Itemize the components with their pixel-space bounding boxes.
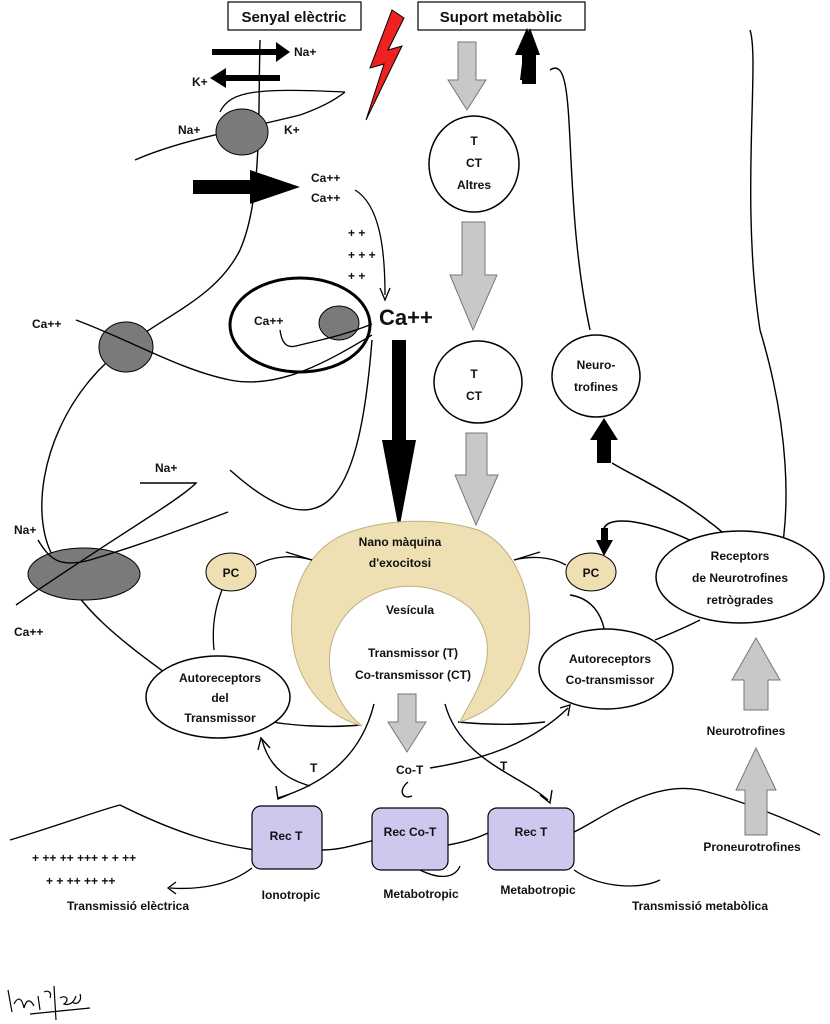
label-ca-big: Ca++ bbox=[379, 305, 433, 330]
label-ca-in-2: Ca++ bbox=[311, 191, 340, 205]
receptor-box-cotransmitter: Rec Co-T bbox=[371, 807, 449, 871]
ca-channel-left bbox=[98, 321, 154, 373]
label-transmissor: Transmissor (T) bbox=[368, 646, 458, 660]
label-metabotropic-1: Metabotropic bbox=[383, 887, 459, 901]
label-neurotrofines: Neurotrofines bbox=[707, 724, 786, 738]
header-electric-signal: Senyal elèctric bbox=[227, 1, 362, 31]
svg-text:Co-transmissor: Co-transmissor bbox=[566, 673, 655, 687]
label-nano-machine-2: d'exocitosi bbox=[369, 556, 431, 570]
svg-text:Transmissor: Transmissor bbox=[184, 711, 256, 725]
lightning-bolt-icon bbox=[365, 9, 405, 121]
gray-arrows-neurotrophins bbox=[731, 636, 781, 836]
retrograde-neurotrophin-receptors bbox=[655, 530, 825, 624]
receptor-box-metabotropic: Rec T bbox=[487, 807, 575, 871]
svg-text:Receptors: Receptors bbox=[711, 549, 770, 563]
svg-text:+ +: + + bbox=[348, 269, 365, 283]
header-metabolic-support: Suport metabòlic bbox=[417, 1, 586, 31]
autoreceptors-cotransmitter bbox=[538, 628, 674, 710]
pc-left bbox=[205, 552, 257, 592]
svg-text:Rec Co-T: Rec Co-T bbox=[384, 825, 437, 839]
svg-text:Altres: Altres bbox=[457, 178, 491, 192]
circle-t-ct bbox=[433, 340, 523, 424]
plus-charges-top: + + + + + + + bbox=[348, 226, 376, 283]
label-k-in: K+ bbox=[192, 75, 208, 89]
ion-pump-arrows bbox=[193, 42, 300, 204]
svg-text:Neuro-: Neuro- bbox=[577, 358, 616, 372]
svg-text:+ + +: + + + bbox=[348, 248, 376, 262]
plus-charges-bottom: + ++ ++ +++ + + ++ + + ++ ++ ++ bbox=[32, 851, 136, 888]
svg-text:Rec T: Rec T bbox=[515, 825, 548, 839]
receptor-box-ionotropic: Rec T bbox=[251, 805, 323, 870]
svg-text:Autoreceptors: Autoreceptors bbox=[179, 671, 261, 685]
label-vesicle: Vesícula bbox=[386, 603, 434, 617]
label-na-left-low: Na+ bbox=[14, 523, 36, 537]
label-nano-machine-1: Nano màquina bbox=[359, 535, 442, 549]
label-k-right: K+ bbox=[284, 123, 300, 137]
svg-text:T: T bbox=[470, 367, 478, 381]
pc-right bbox=[565, 552, 617, 592]
svg-text:del: del bbox=[211, 691, 228, 705]
svg-text:PC: PC bbox=[223, 566, 240, 580]
autoreceptors-transmitter bbox=[145, 655, 291, 739]
label-na-out: Na+ bbox=[294, 45, 316, 59]
exocytosis-crescent bbox=[291, 520, 531, 727]
arrow-up-neurotrofines bbox=[590, 418, 618, 463]
svg-text:Senyal elèctric: Senyal elèctric bbox=[241, 9, 346, 26]
svg-text:T: T bbox=[470, 134, 478, 148]
svg-text:trofines: trofines bbox=[574, 380, 618, 394]
svg-text:+ ++ ++ +++ + + ++: + ++ ++ +++ + + ++ bbox=[32, 851, 136, 865]
circle-neurotrofines bbox=[551, 334, 641, 418]
svg-text:Rec T: Rec T bbox=[270, 829, 303, 843]
na-ca-channel-lower bbox=[27, 547, 141, 601]
label-t-right: T bbox=[500, 759, 508, 773]
gray-arrows-metabolic bbox=[387, 41, 499, 753]
label-proneurotrofines: Proneurotrofines bbox=[703, 840, 801, 854]
svg-text:CT: CT bbox=[466, 389, 483, 403]
svg-text:CT: CT bbox=[466, 156, 483, 170]
label-ca-left-low: Ca++ bbox=[14, 625, 43, 639]
label-ca-in-1: Ca++ bbox=[311, 171, 340, 185]
handwritten-signature bbox=[7, 985, 91, 1021]
label-ca-left: Ca++ bbox=[32, 317, 61, 331]
svg-text:+ + ++ ++ ++: + + ++ ++ ++ bbox=[46, 874, 115, 888]
label-ca-mito: Ca++ bbox=[254, 314, 283, 328]
svg-text:de Neurotrofines: de Neurotrofines bbox=[692, 571, 788, 585]
na-k-pump-channel bbox=[215, 108, 269, 156]
big-black-arrow-down bbox=[382, 340, 416, 530]
label-co-t: Co-T bbox=[396, 763, 424, 777]
svg-text:Suport metabòlic: Suport metabòlic bbox=[440, 9, 563, 26]
arrow-down-pc-right bbox=[596, 528, 613, 556]
label-metabolic-transmission: Transmissió metabòlica bbox=[632, 899, 768, 913]
label-na-mid: Na+ bbox=[155, 461, 177, 475]
label-co-transmissor: Co-transmissor (CT) bbox=[355, 668, 471, 682]
label-ionotropic: Ionotropic bbox=[262, 888, 321, 902]
label-electric-transmission: Transmissió elèctrica bbox=[67, 899, 189, 913]
svg-text:Autoreceptors: Autoreceptors bbox=[569, 652, 651, 666]
label-metabotropic-2: Metabotropic bbox=[500, 883, 576, 897]
svg-text:PC: PC bbox=[583, 566, 600, 580]
circle-t-ct-altres bbox=[428, 115, 520, 213]
svg-text:retrògrades: retrògrades bbox=[707, 593, 774, 607]
label-na-left: Na+ bbox=[178, 123, 200, 137]
label-t-left: T bbox=[310, 761, 318, 775]
svg-text:+ +: + + bbox=[348, 226, 365, 240]
